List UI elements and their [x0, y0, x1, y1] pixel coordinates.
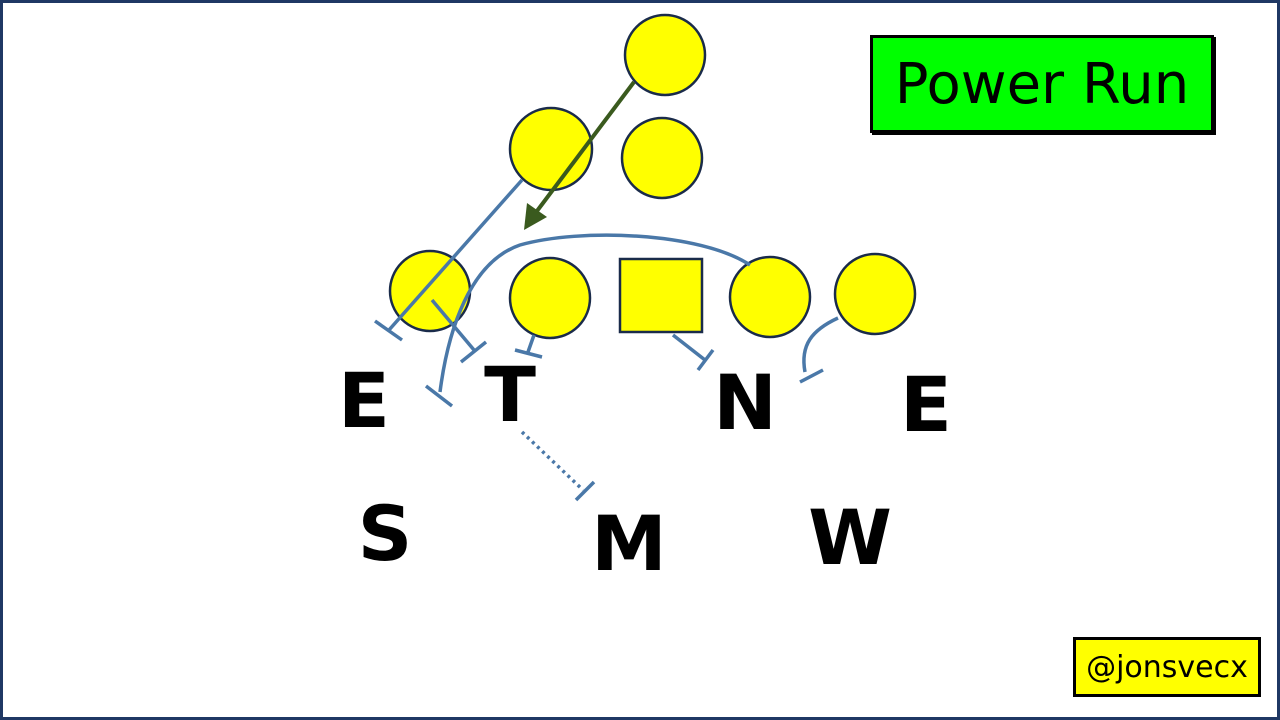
defense: E T N E S M W — [338, 350, 952, 588]
pulling-guard-tee — [424, 384, 454, 408]
defender-strong-safety: S — [358, 489, 413, 578]
block-lines — [373, 178, 839, 502]
fullback-block-tee — [373, 319, 404, 342]
left-guard-block-line — [526, 334, 536, 353]
fullback-block-line — [387, 178, 524, 332]
ball-path-line — [532, 80, 636, 217]
center-block-line — [671, 333, 707, 362]
defender-nose: N — [713, 358, 777, 447]
play-title: Power Run — [870, 35, 1214, 133]
left-tackle-block-tee — [459, 340, 488, 364]
left-guard-block-tee — [514, 348, 543, 359]
author-credit: @jonsvecx — [1073, 637, 1261, 697]
right-tackle-block-tee — [799, 368, 824, 384]
center-player — [618, 257, 704, 334]
right-tackle-block-line — [802, 316, 839, 373]
upback-player — [620, 116, 704, 200]
center-block-tee — [696, 348, 715, 372]
offense — [388, 13, 917, 340]
quarterback-player — [623, 13, 707, 97]
left-guard-player — [508, 256, 592, 340]
right-tackle-player — [833, 252, 917, 336]
ball-carrier-path — [524, 80, 636, 230]
fullback-player — [508, 106, 594, 192]
mike-read-line — [520, 430, 585, 492]
right-guard-player — [728, 255, 812, 339]
defender-tackle: T — [484, 350, 536, 439]
defender-end-right: E — [900, 360, 952, 449]
mike-read-tee — [574, 480, 596, 502]
defender-end-left: E — [338, 356, 390, 445]
ball-path-arrowhead — [524, 203, 547, 230]
defender-mike: M — [591, 499, 667, 588]
pulling-guard-path — [438, 233, 751, 393]
defender-will: W — [808, 493, 892, 582]
